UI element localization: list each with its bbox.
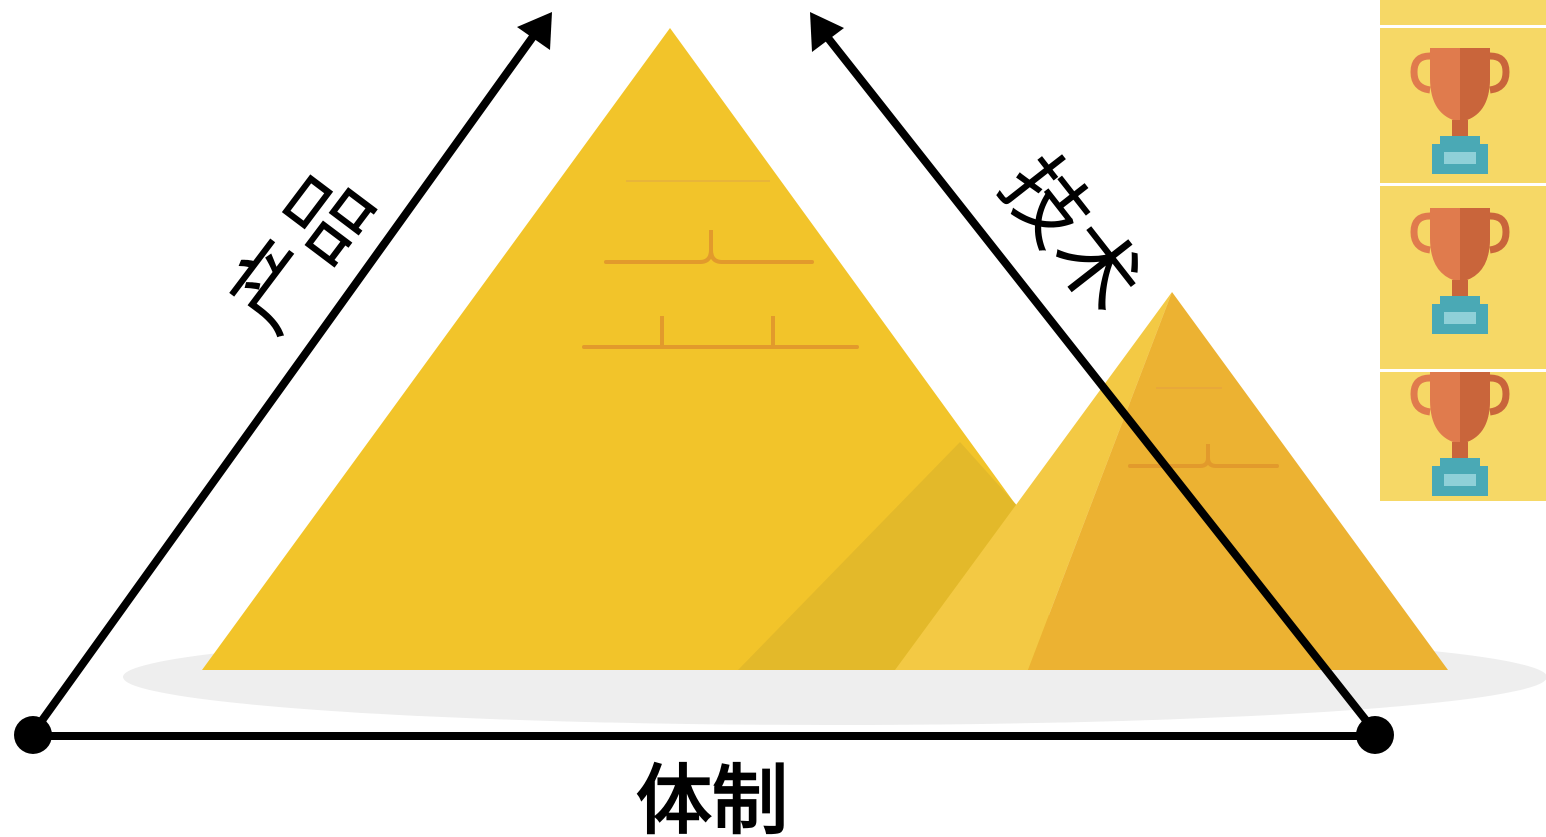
- edge-label-product: 产品: [210, 153, 393, 351]
- side-panel: [1380, 0, 1546, 501]
- arrows: [14, 12, 1394, 754]
- small-pyramid-line-mid: [1128, 444, 1279, 468]
- panel-item-4: [1380, 372, 1546, 501]
- arrowhead-product-icon: [517, 12, 552, 50]
- edge-arrow-product: [29, 34, 536, 737]
- vertex-right: [1356, 716, 1394, 754]
- large-pyramid-line-mid: [604, 230, 814, 264]
- trophy-icon: [1410, 48, 1510, 174]
- panel-item-1: [1380, 0, 1546, 25]
- edge-arrow-technology: [824, 34, 1380, 737]
- trophy-icon: [1410, 0, 1510, 4]
- vertex-left: [14, 716, 52, 754]
- panel-divider-3: [1380, 369, 1546, 372]
- panel-divider-1: [1380, 25, 1546, 28]
- small-pyramid-dark-face: [1028, 292, 1448, 670]
- edge-label-system: 体制: [636, 756, 788, 837]
- panel-divider-2: [1380, 183, 1546, 186]
- arrowhead-technology-icon: [810, 12, 844, 52]
- trophy-icon: [1410, 372, 1510, 496]
- panel-item-3: [1380, 186, 1546, 369]
- edge-label-technology: 技术: [981, 138, 1162, 331]
- large-pyramid: [202, 28, 1060, 670]
- large-pyramid-line-low: [582, 316, 859, 349]
- panel-item-2: [1380, 28, 1546, 183]
- trophy-icon: [1410, 208, 1510, 334]
